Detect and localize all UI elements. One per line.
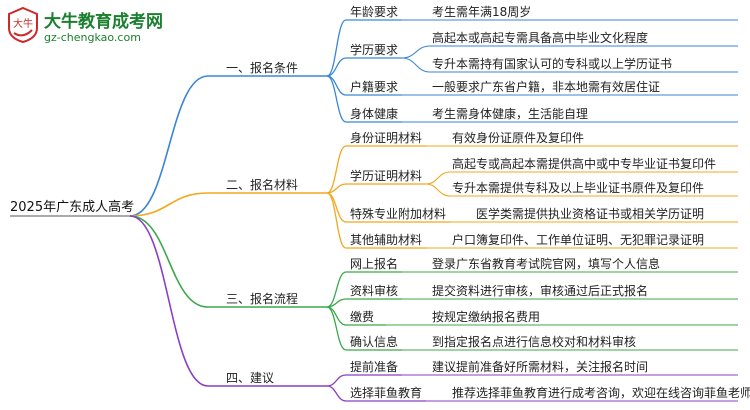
child-label: 学历证明材料 [350,168,422,183]
child-connector [326,19,347,77]
branch-connector [129,215,209,387]
child-connector [326,75,347,123]
child-connector [326,385,347,402]
child-connector [326,183,347,194]
child-label: 身份证明材料 [350,130,422,145]
child-label: 缴费 [350,309,374,324]
branch-label: 二、报名材料 [226,177,298,192]
leaf-label: 高起专或高起本需提供高中或中专毕业证书复印件 [452,156,716,171]
child-connector [326,75,347,96]
child-label: 提前准备 [350,359,398,374]
root-node: 2025年广东成人高考 [10,199,134,215]
leaf-connector [401,45,431,59]
branch-connector [129,192,209,217]
logo-badge-icon: 大牛 [8,6,38,44]
child-connector [326,271,347,308]
site-logo[interactable]: 大牛 大牛教育成考网 gz-chengkao.com [4,4,164,50]
child-label: 特殊专业附加材料 [350,206,446,221]
leaf-label: 专升本需持有国家认可的专科或以上学历证书 [432,56,672,71]
child-label: 户籍要求 [350,79,398,94]
leaf-label: 考生需年满18周岁 [432,4,531,19]
leaf-label: 一般要求广东省户籍，非本地需有效居住证 [432,79,660,94]
leaf-label: 户口簿复印件、工作单位证明、无犯罪记录证明 [452,232,704,247]
child-connector [326,306,347,326]
leaf-label: 推荐选择菲鱼教育进行成考咨询，欢迎在线咨询菲鱼老师 [452,385,750,400]
child-label: 资料审核 [350,283,398,298]
svg-text:大牛: 大牛 [13,17,33,30]
leaf-label: 按规定缴纳报名费用 [432,309,540,324]
child-connector [326,306,347,351]
leaf-label: 专升本需提供专科及以上毕业证书原件及复印件 [452,180,704,195]
branch-label: 四、建议 [226,371,274,385]
child-label: 学历要求 [350,42,398,57]
leaf-connector [425,171,451,185]
child-label: 其他辅助材料 [350,233,422,247]
child-connector [326,57,347,77]
branch-connector [129,215,209,308]
child-label: 选择菲鱼教育 [350,385,422,400]
child-label: 确认信息 [350,334,398,349]
child-connector [326,145,347,194]
child-label: 身体健康 [350,106,398,121]
logo-url: gz-chengkao.com [44,31,141,44]
child-label: 网上报名 [350,256,398,271]
leaf-label: 提交资料进行审核，审核通过后正式报名 [432,283,648,298]
leaf-connector [425,183,451,197]
leaf-connector [401,57,431,73]
leaf-label: 建议提前准备好所需材料，关注报名时间 [432,359,648,374]
logo-title: 大牛教育成考网 [44,12,163,32]
branch-label: 一、报名条件 [226,60,298,75]
child-connector [326,192,347,249]
child-connector [326,374,347,387]
leaf-label: 医学类需提供执业资格证书或相关学历证明 [476,206,704,221]
branch-connector [129,75,209,217]
child-label: 年龄要求 [350,5,398,19]
leaf-label: 有效身份证原件及复印件 [452,130,584,145]
leaf-label: 高起本或高起专需具备高中毕业文化程度 [432,30,648,45]
leaf-label: 到指定报名点进行信息校对和材料审核 [432,334,636,349]
leaf-label: 登录广东省教育考试院官网，填写个人信息 [432,256,660,271]
branch-label: 三、报名流程 [226,291,298,306]
leaf-label: 考生需身体健康，生活能自理 [432,106,588,121]
